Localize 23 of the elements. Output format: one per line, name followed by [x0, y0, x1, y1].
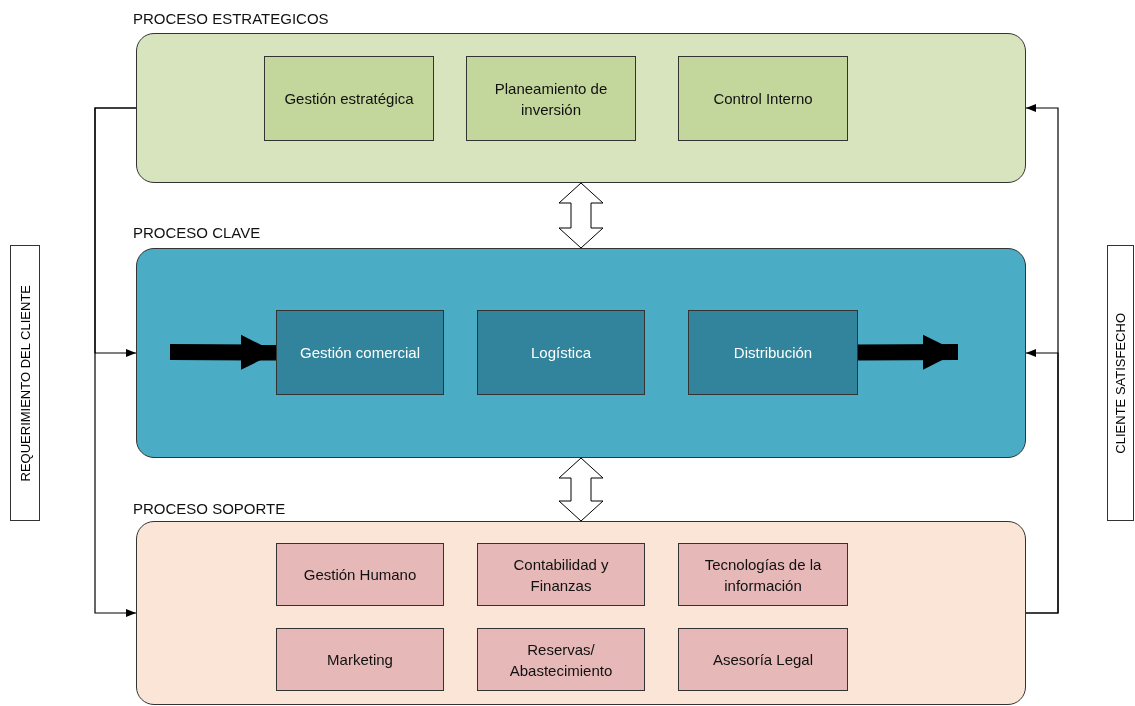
label-box: REQUERIMIENTO DEL CLIENTE: [10, 245, 40, 521]
process-box: Control Interno: [678, 56, 848, 141]
block-arrow: [169, 334, 277, 370]
arrow: [94, 107, 137, 617]
process-box: Gestión Humano: [276, 543, 444, 606]
process-box: Gestión comercial: [276, 310, 444, 395]
section-heading: PROCESO ESTRATEGICOS: [133, 10, 329, 27]
process-box: Planeamiento de inversión: [466, 56, 636, 141]
block-arrow: [857, 334, 959, 370]
section-heading: PROCESO SOPORTE: [133, 500, 286, 517]
process-box: Reservas/ Abastecimiento: [477, 628, 645, 691]
label-box: CLIENTE SATISFECHO: [1107, 245, 1134, 521]
process-box: Marketing: [276, 628, 444, 691]
process-box: Distribución: [688, 310, 858, 395]
process-box: Tecnologías de la información: [678, 543, 848, 606]
double-block-arrow: [558, 457, 604, 522]
section-heading: PROCESO CLAVE: [133, 224, 261, 241]
arrow: [1025, 104, 1059, 614]
process-box: Asesoría Legal: [678, 628, 848, 691]
process-box: Logística: [477, 310, 645, 395]
double-block-arrow: [558, 182, 604, 249]
process-box: Contabilidad y Finanzas: [477, 543, 645, 606]
process-box: Gestión estratégica: [264, 56, 434, 141]
